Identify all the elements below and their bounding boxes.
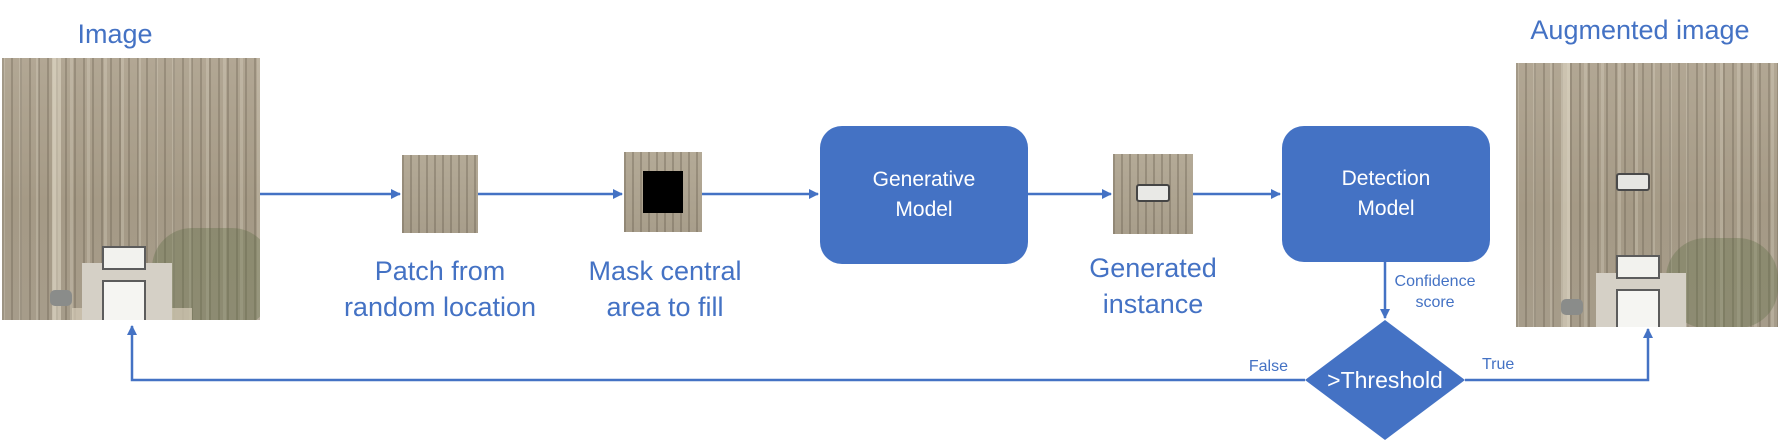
masked-patch-image <box>624 152 702 232</box>
input-image <box>2 58 260 320</box>
generative-model-box: Generative Model <box>820 126 1028 264</box>
arrow-false-loop <box>127 325 1305 382</box>
false-label: False <box>1249 358 1288 375</box>
mask-caption: Mask central area to fill <box>588 256 742 322</box>
random-patch-image <box>402 155 478 233</box>
arrow-true-to-augmented <box>1465 328 1653 382</box>
true-label: True <box>1482 356 1514 373</box>
confidence-score-label: Confidence score <box>1394 273 1476 311</box>
threshold-label: >Threshold <box>1327 367 1443 393</box>
patch-caption: Patch from random location <box>343 256 537 322</box>
threshold-diamond <box>1305 320 1465 440</box>
generated-caption: Generated instance <box>1089 253 1217 319</box>
input-image-title: Image <box>77 19 153 49</box>
generated-instance-image <box>1113 154 1193 234</box>
augmented-image <box>1516 63 1778 327</box>
generative-model-label: Generative Model <box>872 168 976 221</box>
detection-model-label: Detection Model <box>1341 167 1431 220</box>
augmented-image-title: Augmented image <box>1530 15 1750 45</box>
detection-model-box: Detection Model <box>1282 126 1490 262</box>
